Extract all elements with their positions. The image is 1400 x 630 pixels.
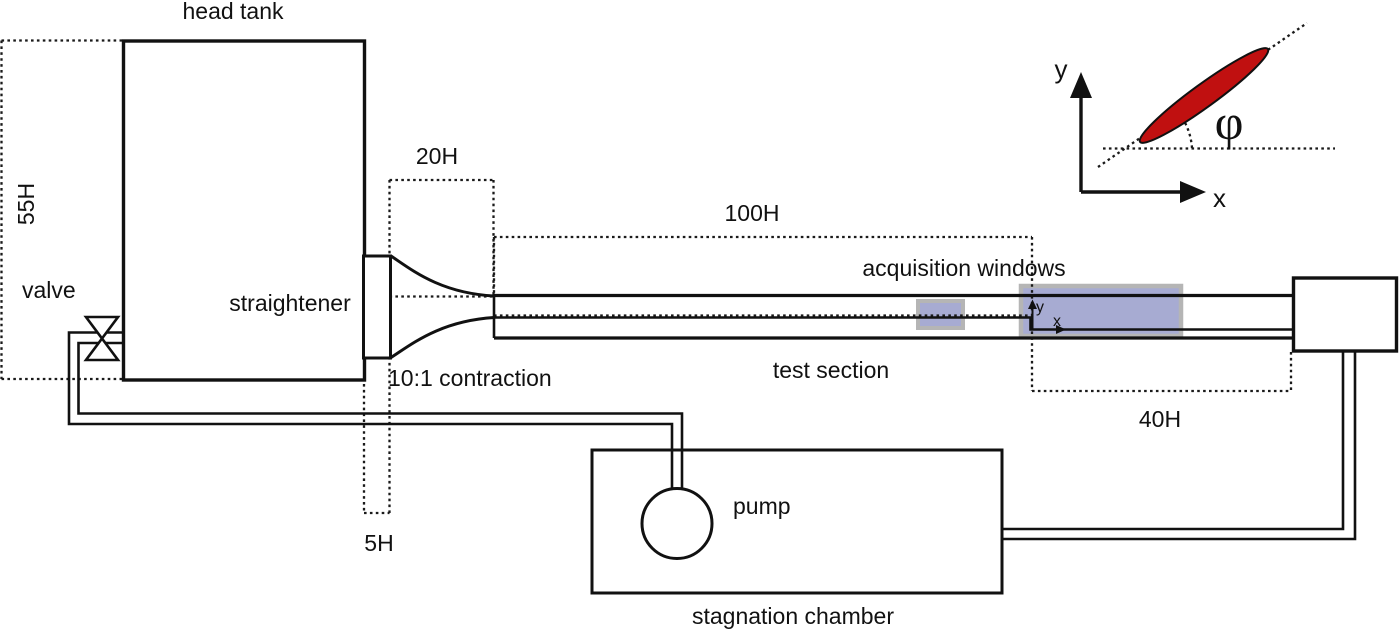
- straightener-box: [362, 254, 392, 360]
- pump-inlet-pipe: [670, 450, 684, 489]
- return-pipe-outer-line: [1002, 351, 1357, 541]
- origin-x-label: x: [1053, 313, 1061, 330]
- origin-x-arrowhead-icon: [1056, 325, 1066, 334]
- contraction-length-label: 20H: [416, 143, 458, 169]
- tank-height-dim-box: [0, 39, 123, 381]
- supply-pipe-outer-line: [67, 331, 674, 489]
- end-tank-box: [1291, 276, 1399, 353]
- origin-axes: y x: [1028, 299, 1066, 334]
- contraction-ratio-label: 10:1 contraction: [388, 365, 552, 391]
- acquisition-windows-label: acquisition windows: [862, 255, 1065, 281]
- return-pipe-inner-line: [1002, 351, 1345, 531]
- contraction-top-curve: [390, 254, 495, 298]
- stagnation-chamber-label: stagnation chamber: [692, 603, 894, 629]
- foil-angle-inset: y x φ: [1055, 22, 1335, 213]
- supply-pipe-inner-line: [77, 341, 684, 489]
- pitch-angle-symbol: φ: [1215, 94, 1244, 150]
- straightener-length-label: 5H: [364, 530, 393, 556]
- valve-symbol: [83, 315, 121, 362]
- foil-ellipse: [1138, 47, 1270, 144]
- test-section-length-label: 100H: [725, 200, 780, 226]
- origin-y-label: y: [1036, 299, 1044, 316]
- test-section-label: test section: [773, 357, 889, 383]
- tank-height-label: 55H: [13, 183, 39, 225]
- origin-y-arrowhead-icon: [1028, 299, 1037, 309]
- inset-y-label: y: [1055, 54, 1068, 84]
- contraction-dim-box: [389, 178, 495, 298]
- inset-y-arrowhead-icon: [1070, 72, 1092, 98]
- pump-label: pump: [733, 493, 791, 519]
- pump-circle: [640, 487, 714, 560]
- straightener-label: straightener: [229, 290, 351, 316]
- head-tank-box: [121, 39, 367, 382]
- contraction-bottom-curve: [390, 316, 495, 359]
- acquisition-dim-box: [1032, 352, 1293, 393]
- inset-x-arrowhead-icon: [1180, 181, 1206, 203]
- channel-inner-floor: [494, 316, 1294, 331]
- inset-chord-line: [1097, 22, 1308, 168]
- valve-label: valve: [22, 277, 76, 303]
- acquisition-length-label: 40H: [1139, 406, 1181, 432]
- inset-x-label: x: [1213, 183, 1226, 213]
- head-tank-label: head tank: [182, 0, 284, 24]
